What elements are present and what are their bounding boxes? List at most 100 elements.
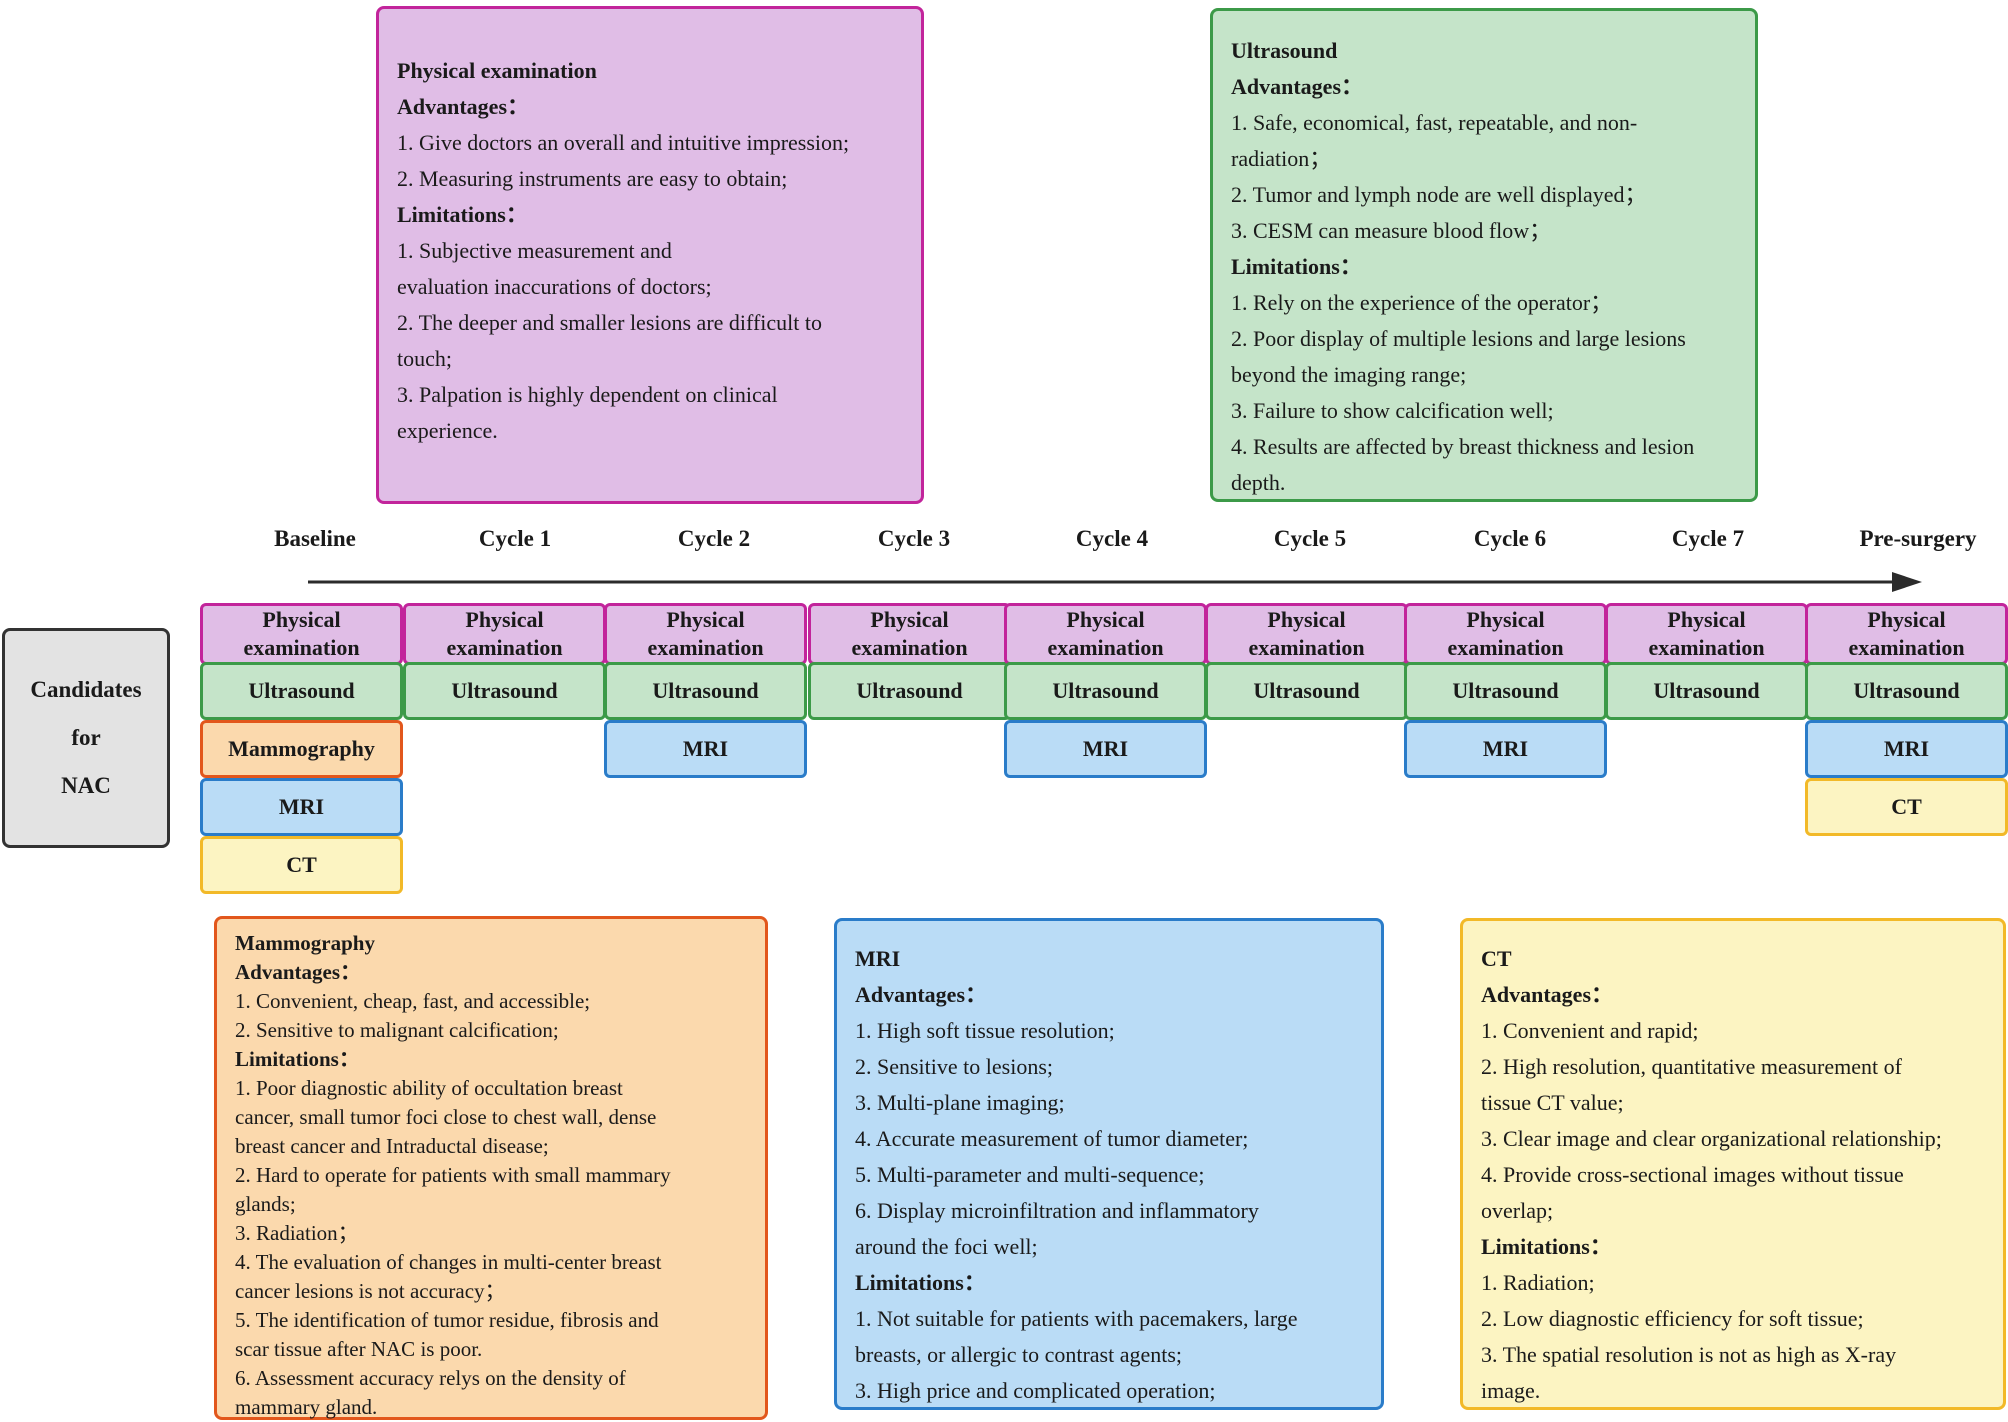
physical-examination-cell: Physical examination bbox=[808, 603, 1011, 665]
us-advantage-line: 2. Tumor and lymph node are well display… bbox=[1231, 182, 1647, 207]
pe-limitation-line: 2. The deeper and smaller lesions are di… bbox=[397, 310, 822, 335]
mm-limitation-line: breast cancer and Intraductal disease; bbox=[235, 1134, 549, 1158]
ultrasound-cell: Ultrasound bbox=[1004, 662, 1207, 720]
stage-label-cycle-2: Cycle 2 bbox=[677, 526, 751, 551]
physical-examination-cell: Physical examination bbox=[1605, 603, 1808, 665]
physical-examination-cell: Physical examination bbox=[1004, 603, 1207, 665]
mri-box-title: MRI bbox=[855, 946, 901, 971]
stage-label-pre-surgery: Pre-surgery bbox=[1859, 526, 1977, 551]
physical-examination-info-box: Physical examination Advantages： 1. Give… bbox=[376, 6, 924, 504]
ct-box-title: CT bbox=[1481, 946, 1512, 971]
mammography-info-box: Mammography Advantages： 1. Convenient, c… bbox=[214, 916, 768, 1420]
ultrasound-cell: Ultrasound bbox=[1205, 662, 1408, 720]
pe-box-title: Physical examination bbox=[397, 58, 597, 83]
pe-advantages-heading: Advantages： bbox=[397, 94, 530, 119]
mri-cell: MRI bbox=[200, 778, 403, 836]
ultrasound-cell: Ultrasound bbox=[1805, 662, 2008, 720]
mri-advantage-line: 4. Accurate measurement of tumor diamete… bbox=[855, 1126, 1249, 1151]
pe-limitation-line: touch; bbox=[397, 346, 452, 371]
mri-cell: MRI bbox=[604, 720, 807, 778]
us-limitation-line: 4. Results are affected by breast thickn… bbox=[1231, 434, 1695, 459]
us-limitation-line: depth. bbox=[1231, 470, 1286, 495]
ct-advantages-heading: Advantages： bbox=[1481, 982, 1614, 1007]
candidates-for-nac-box: Candidates for NAC bbox=[2, 628, 170, 848]
ultrasound-cell: Ultrasound bbox=[1605, 662, 1808, 720]
ct-limitation-line: 2. Low diagnostic efficiency for soft ti… bbox=[1481, 1306, 1864, 1331]
mri-advantage-line: 2. Sensitive to lesions; bbox=[855, 1054, 1053, 1079]
mri-limitation-line: breasts, or allergic to contrast agents; bbox=[855, 1342, 1183, 1367]
physical-examination-cell: Physical examination bbox=[403, 603, 606, 665]
pe-limitation-line: 3. Palpation is highly dependent on clin… bbox=[397, 382, 778, 407]
stage-label-cycle-4: Cycle 4 bbox=[1075, 526, 1149, 551]
pe-advantage-1: 1. Give doctors an overall and intuitive… bbox=[397, 130, 850, 155]
mm-limitation-line: 2. Hard to operate for patients with sma… bbox=[235, 1163, 671, 1187]
mri-limitations-heading: Limitations： bbox=[855, 1270, 986, 1295]
ct-advantage-line: 1. Convenient and rapid; bbox=[1481, 1018, 1699, 1043]
physical-examination-cell: Physical examination bbox=[604, 603, 807, 665]
ultrasound-cell: Ultrasound bbox=[808, 662, 1011, 720]
pe-limitation-line: experience. bbox=[397, 418, 498, 443]
mri-limitation-line: 3. High price and complicated operation; bbox=[855, 1378, 1216, 1403]
candidates-line: for bbox=[71, 725, 101, 750]
ultrasound-cell: Ultrasound bbox=[604, 662, 807, 720]
physical-examination-cell: Physical examination bbox=[1205, 603, 1408, 665]
ct-cell: CT bbox=[200, 836, 403, 894]
us-limitation-line: 1. Rely on the experience of the operato… bbox=[1231, 290, 1613, 315]
us-advantage-line: 3. CESM can measure blood flow； bbox=[1231, 218, 1552, 243]
mm-box-title: Mammography bbox=[235, 931, 375, 955]
mm-limitations-heading: Limitations： bbox=[235, 1047, 360, 1071]
us-box-title: Ultrasound bbox=[1231, 38, 1338, 63]
mammography-cell: Mammography bbox=[200, 720, 403, 778]
us-limitation-line: beyond the imaging range; bbox=[1231, 362, 1467, 387]
physical-examination-cell: Physical examination bbox=[1404, 603, 1607, 665]
pe-advantage-2: 2. Measuring instruments are easy to obt… bbox=[397, 166, 788, 191]
ct-cell: CT bbox=[1805, 778, 2008, 836]
mm-limitation-line: mammary gland. bbox=[235, 1395, 378, 1419]
timeline-arrow bbox=[308, 572, 1922, 592]
mri-advantage-line: 5. Multi-parameter and multi-sequence; bbox=[855, 1162, 1205, 1187]
mri-advantage-line: 6. Display microinfiltration and inflamm… bbox=[855, 1198, 1259, 1223]
pe-limitations-heading: Limitations： bbox=[397, 202, 528, 227]
mm-advantage-line: 2. Sensitive to malignant calcification; bbox=[235, 1018, 559, 1042]
pe-limitation-line: 1. Subjective measurement and bbox=[397, 238, 672, 263]
ultrasound-info-box: Ultrasound Advantages： 1. Safe, economic… bbox=[1210, 8, 1758, 502]
ultrasound-cell: Ultrasound bbox=[1404, 662, 1607, 720]
ct-limitation-line: image. bbox=[1481, 1378, 1541, 1403]
us-advantage-line: 1. Safe, economical, fast, repeatable, a… bbox=[1231, 110, 1638, 135]
physical-examination-cell: Physical examination bbox=[200, 603, 403, 665]
ct-limitation-line: 3. The spatial resolution is not as high… bbox=[1481, 1342, 1897, 1367]
ct-advantage-line: 2. High resolution, quantitative measure… bbox=[1481, 1054, 1902, 1079]
candidates-line: NAC bbox=[61, 773, 111, 798]
mri-cell: MRI bbox=[1404, 720, 1607, 778]
ct-advantage-line: overlap; bbox=[1481, 1198, 1554, 1223]
stage-label-cycle-7: Cycle 7 bbox=[1671, 526, 1745, 551]
mm-limitation-line: cancer, small tumor foci close to chest … bbox=[235, 1105, 657, 1129]
us-limitations-heading: Limitations： bbox=[1231, 254, 1362, 279]
mm-limitation-line: 5. The identification of tumor residue, … bbox=[235, 1308, 659, 1332]
ct-advantage-line: tissue CT value; bbox=[1481, 1090, 1624, 1115]
us-limitation-line: 3. Failure to show calcification well; bbox=[1231, 398, 1554, 423]
us-advantage-line: radiation； bbox=[1231, 146, 1332, 171]
mri-info-box: MRI Advantages： 1. High soft tissue reso… bbox=[834, 918, 1384, 1410]
ct-advantage-line: 3. Clear image and clear organizational … bbox=[1481, 1126, 1942, 1151]
mm-advantage-line: 1. Convenient, cheap, fast, and accessib… bbox=[235, 989, 591, 1013]
ct-info-box: CT Advantages： 1. Convenient and rapid; … bbox=[1460, 918, 2006, 1410]
mm-limitation-line: scar tissue after NAC is poor. bbox=[235, 1337, 483, 1361]
physical-examination-cell: Physical examination bbox=[1805, 603, 2008, 665]
stage-label-baseline: Baseline bbox=[274, 526, 356, 551]
mri-advantage-line: around the foci well; bbox=[855, 1234, 1038, 1259]
ct-limitation-line: 1. Radiation; bbox=[1481, 1270, 1595, 1295]
us-advantages-heading: Advantages： bbox=[1231, 74, 1364, 99]
mri-advantages-heading: Advantages： bbox=[855, 982, 988, 1007]
mm-advantages-heading: Advantages： bbox=[235, 960, 362, 984]
ct-limitations-heading: Limitations： bbox=[1481, 1234, 1612, 1259]
ct-advantage-line: 4. Provide cross-sectional images withou… bbox=[1481, 1162, 1904, 1187]
ultrasound-cell: Ultrasound bbox=[403, 662, 606, 720]
mm-limitation-line: 4. The evaluation of changes in multi-ce… bbox=[235, 1250, 662, 1274]
candidates-line: Candidates bbox=[30, 677, 142, 702]
mm-limitation-line: glands; bbox=[235, 1192, 296, 1216]
stage-label-cycle-1: Cycle 1 bbox=[478, 526, 552, 551]
stage-label-cycle-5: Cycle 5 bbox=[1273, 526, 1347, 551]
mri-cell: MRI bbox=[1004, 720, 1207, 778]
mm-limitation-line: 6. Assessment accuracy relys on the dens… bbox=[235, 1366, 626, 1390]
